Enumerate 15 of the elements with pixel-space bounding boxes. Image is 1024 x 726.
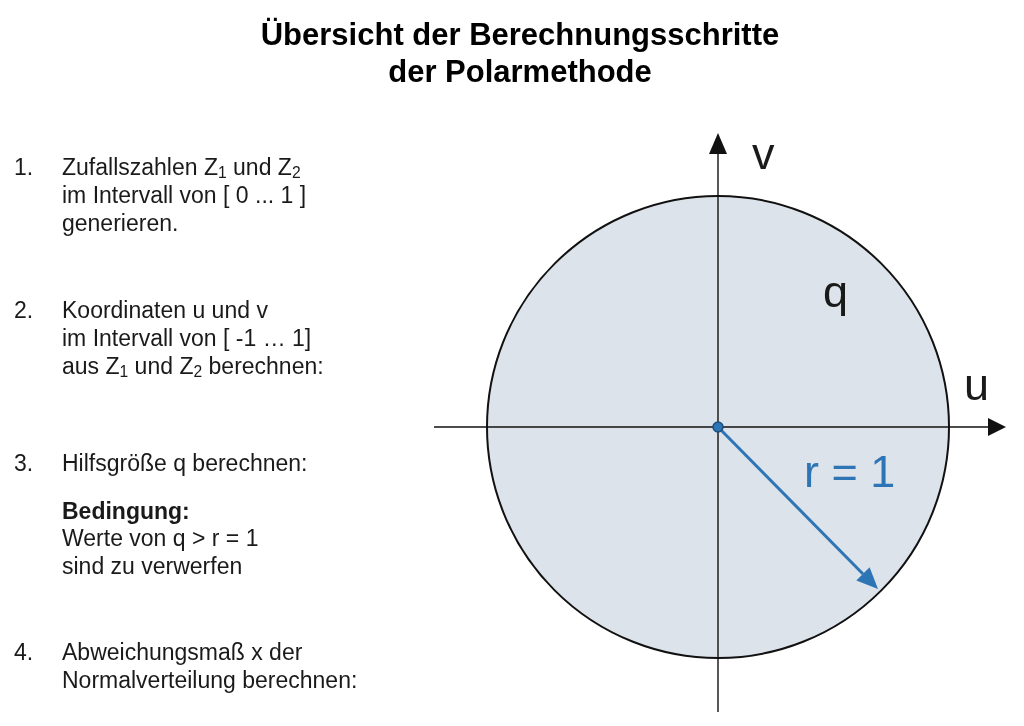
diagram-title: Übersicht der Berechnungsschritte der Polarmethode [259, 16, 781, 90]
step-text: Abweichungsmaß x der Normalverteilung berechnen: [62, 638, 358, 694]
step-number: 2. [14, 296, 34, 324]
radius-label: r = 1 [804, 449, 896, 494]
step-number: 4. [14, 638, 34, 666]
step-number: 3. [14, 449, 34, 477]
condition-heading: Bedingung: [62, 497, 190, 525]
step-text: Zufallszahlen Z$_{1}$ und Z$_{2}$ im Intervall von [ 0 ... 1 ] generieren. [62, 153, 307, 237]
axis-label: v [752, 131, 775, 176]
step-number: 1. [14, 153, 34, 181]
step-text: Koordinaten u und v im Intervall von [ -1 … 1] aus Z$_{1}$ und Z$_{2}$ berechnen: [62, 296, 324, 380]
axis-label: u [964, 362, 990, 407]
step-text: Hilfsgröße q berechnen: [62, 449, 308, 477]
variable-label: q [823, 269, 849, 314]
condition-text: Werte von q > r = 1 sind zu verwerfen [62, 524, 259, 580]
